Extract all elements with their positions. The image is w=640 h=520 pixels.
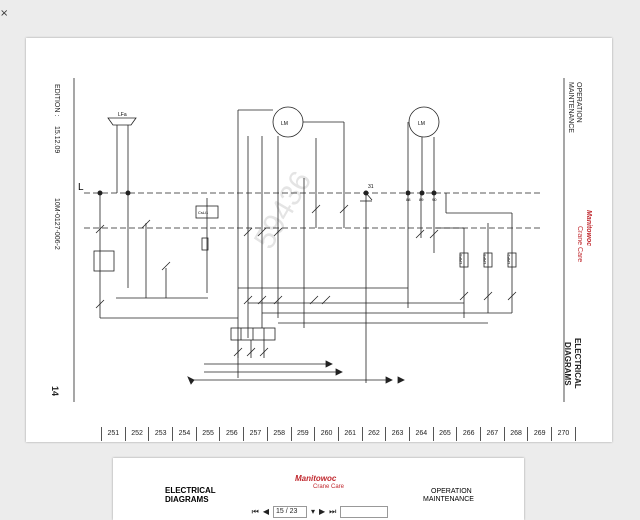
- column-number: 263: [386, 427, 410, 441]
- lrf4-label: LRF4: [458, 253, 463, 264]
- column-number: 251: [101, 427, 126, 441]
- first-page-button[interactable]: ⏮: [251, 506, 259, 516]
- lamp-label: LFa: [118, 112, 127, 118]
- column-number: 260: [315, 427, 339, 441]
- next-document-page: ELECTRICAL DIAGRAMS Manitowoc Crane Care…: [113, 458, 524, 520]
- next-title-electrical: ELECTRICAL: [165, 486, 216, 495]
- next-page-button[interactable]: ▶: [319, 507, 326, 516]
- next-title-diagrams: DIAGRAMS: [165, 495, 209, 504]
- node-88-label: 88: [406, 197, 411, 202]
- column-number: 269: [528, 427, 553, 441]
- column-number: 264: [410, 427, 434, 441]
- column-number: 258: [268, 427, 292, 441]
- next-maintenance: MAINTENANCE: [423, 496, 474, 503]
- lrf3-label: LRF3: [482, 253, 487, 264]
- column-number: 259: [292, 427, 316, 441]
- column-number: 265: [434, 427, 458, 441]
- zoom-select[interactable]: [340, 505, 389, 518]
- column-number: 266: [457, 427, 481, 441]
- column-number: 267: [481, 427, 505, 441]
- column-number: 256: [220, 427, 245, 441]
- column-number: 255: [197, 427, 221, 441]
- next-brand-logo: Manitowoc: [295, 474, 337, 483]
- column-number: 270: [552, 427, 576, 441]
- pdf-toolbar: ⏮ ◀ 15 / 23 ▾ ▶ ⏭: [0, 503, 640, 520]
- prev-page-button[interactable]: ◀: [262, 507, 269, 516]
- circuit-diagram: L LM LM LFa LRF4 LRF3 LRF2 31 88 89 90 C…: [73, 78, 565, 402]
- document-page: EDITION : 15.12.09 10M-0127-006-2 14 OPE…: [26, 38, 612, 442]
- node-31-label: 31: [368, 184, 374, 190]
- close-icon[interactable]: ×: [0, 8, 9, 19]
- column-number: 261: [339, 427, 363, 441]
- page-dropdown-icon[interactable]: ▾: [310, 507, 315, 516]
- column-number: 268: [505, 427, 529, 441]
- column-number: 262: [363, 427, 387, 441]
- node-89-label: 89: [419, 197, 424, 202]
- column-number: 252: [126, 427, 150, 441]
- motor-2-label: LM: [418, 121, 425, 127]
- next-operation: OPERATION: [431, 488, 472, 495]
- window-titlebar: ×: [0, 0, 640, 30]
- column-number: 253: [149, 427, 174, 441]
- last-page-button[interactable]: ⏭: [329, 506, 337, 516]
- node-90-label: 90: [432, 197, 437, 202]
- bus-label-l: L: [78, 182, 84, 193]
- column-number: 254: [173, 427, 197, 441]
- lrf2-label: LRF2: [506, 253, 511, 264]
- page-number-input[interactable]: 15 / 23: [272, 505, 307, 518]
- next-brand-sub: Crane Care: [313, 484, 345, 490]
- motor-1-label: LM: [281, 121, 288, 127]
- cs-label: CsLi1: [198, 210, 209, 215]
- column-number: 257: [244, 427, 268, 441]
